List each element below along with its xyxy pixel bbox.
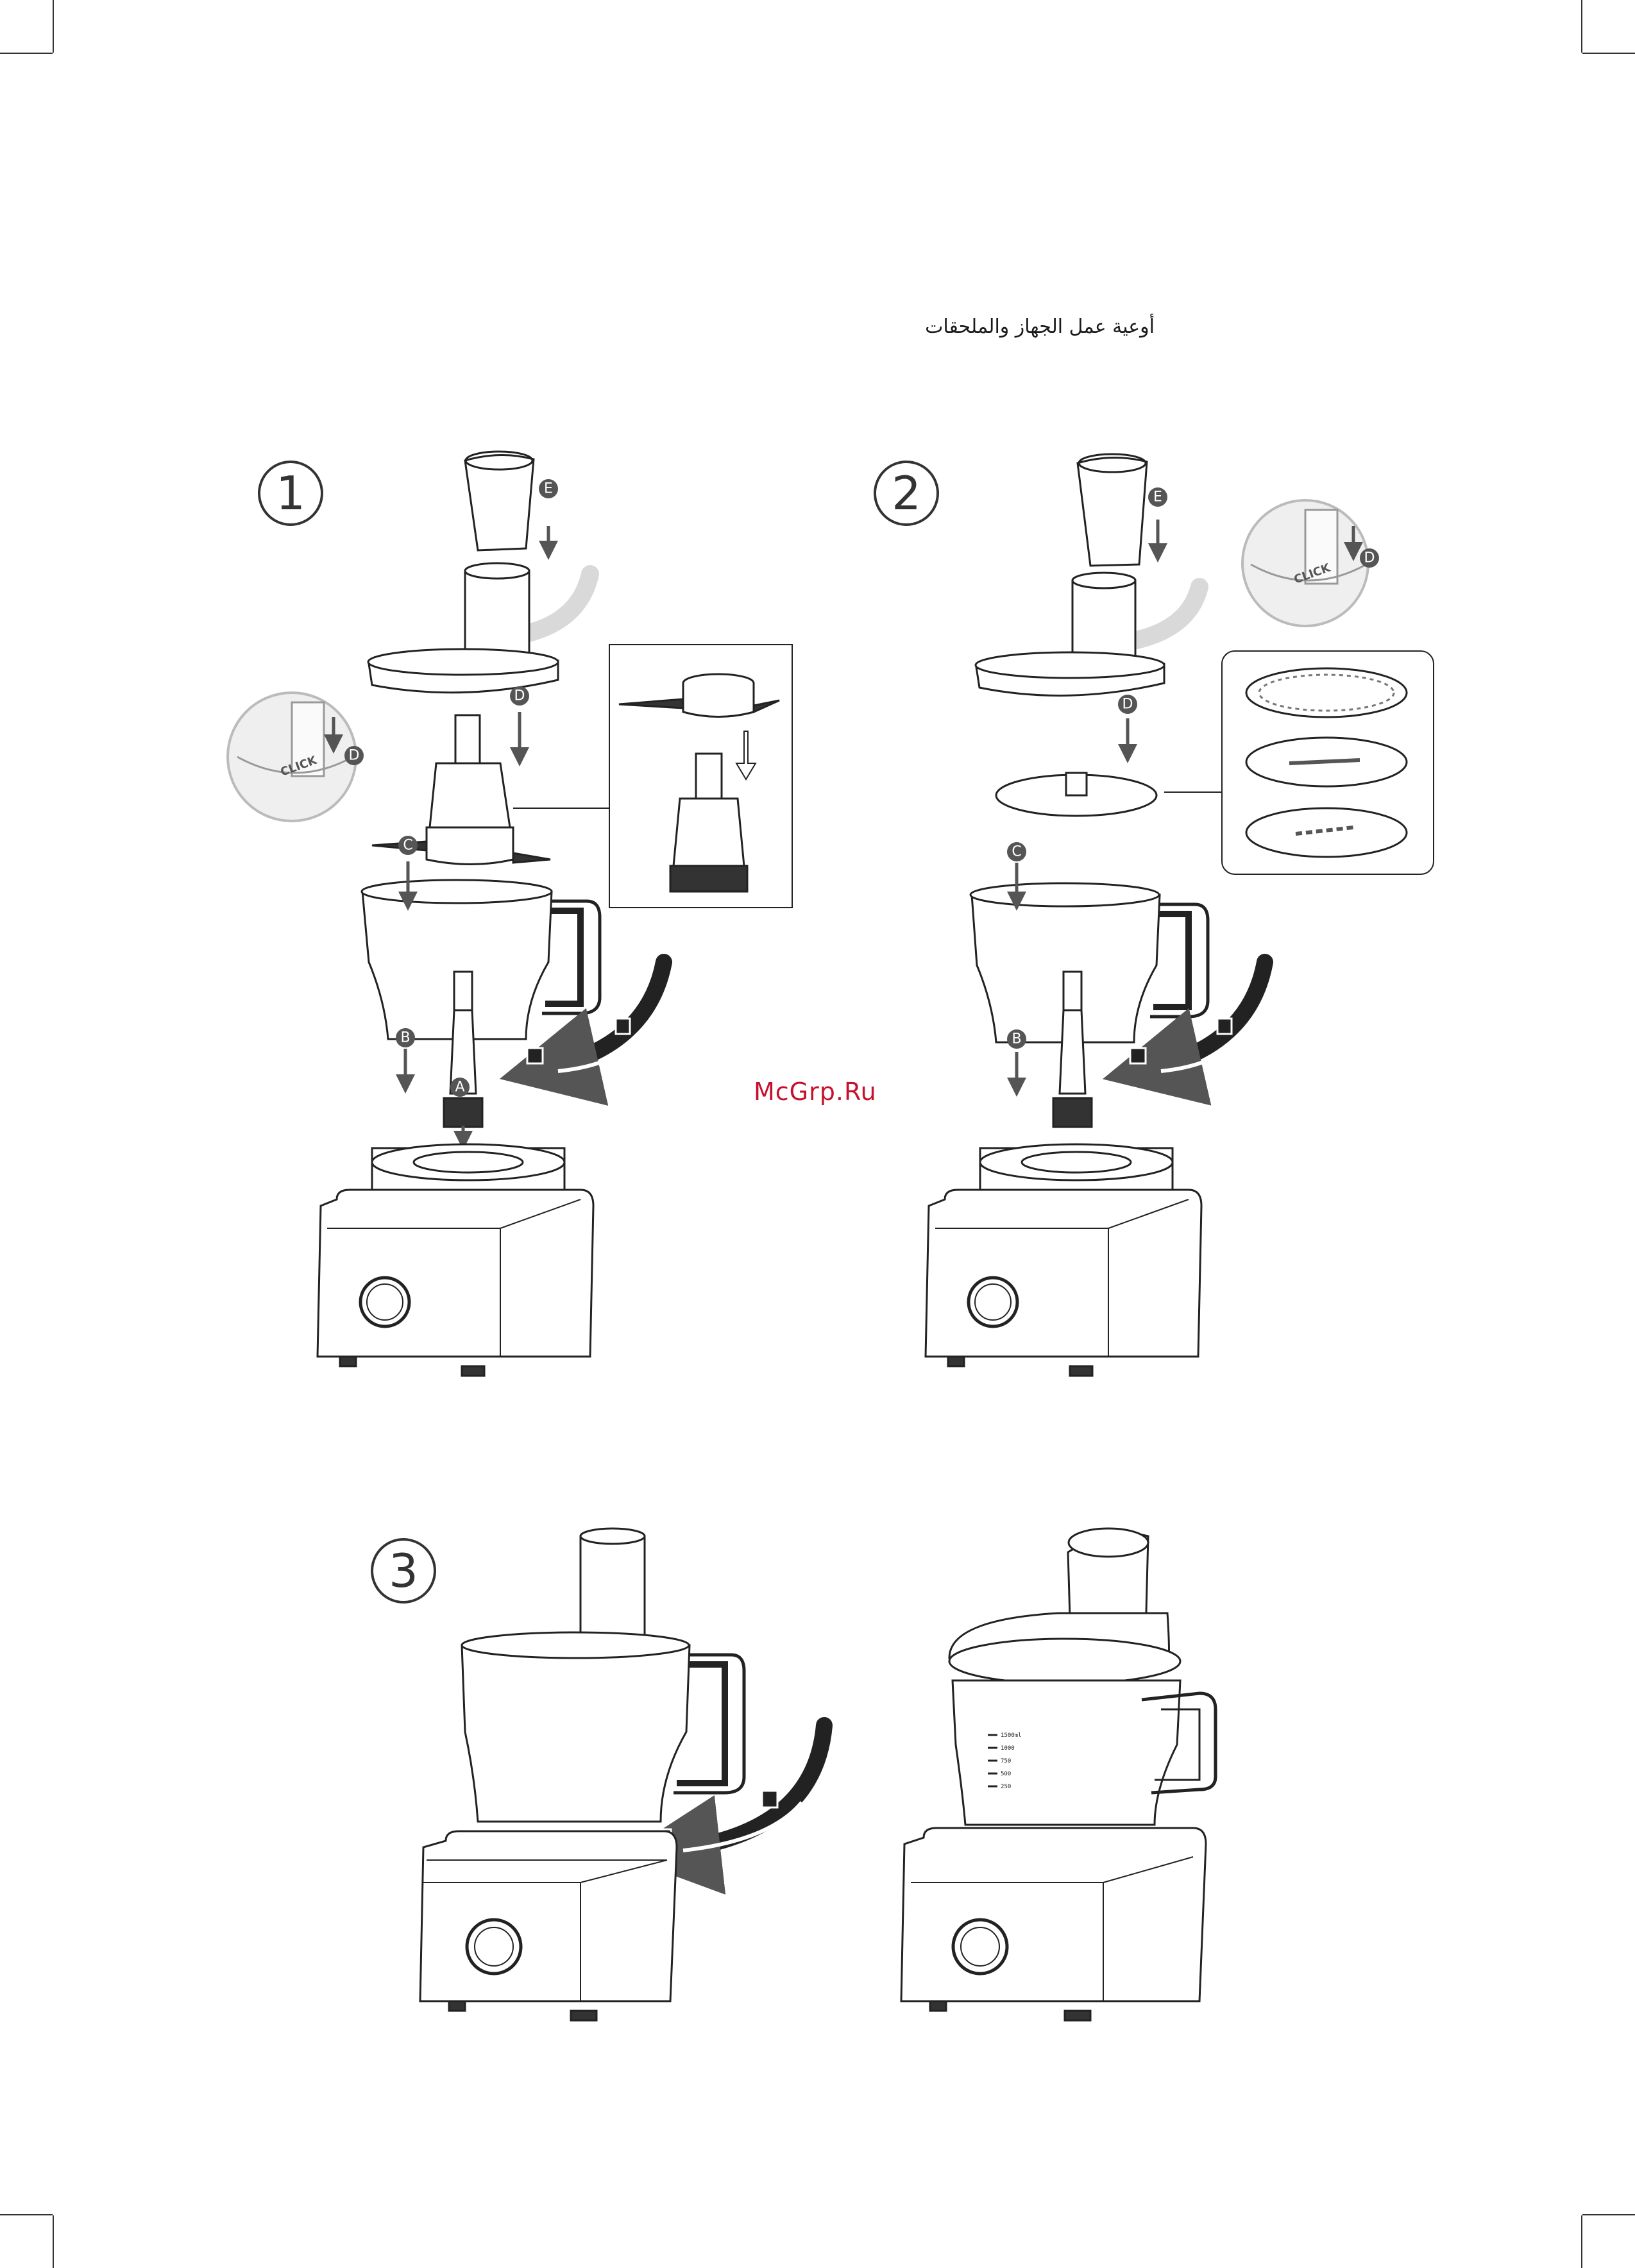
motor-base [926, 1144, 1201, 1376]
scale-label: 1000 [1001, 1745, 1015, 1752]
label-b: B [1012, 1031, 1021, 1047]
label-c: C [1012, 844, 1021, 860]
click-callout: CLICK [228, 693, 356, 821]
step1-diagram: CLICK [228, 452, 792, 1376]
scale-label: 750 [1001, 1758, 1011, 1764]
label-d: D [1122, 697, 1133, 713]
pusher [465, 452, 534, 550]
unlock-icon [762, 1791, 777, 1807]
lid [976, 573, 1164, 695]
label-a: A [455, 1079, 464, 1096]
bowl [362, 880, 600, 1039]
motor-base [318, 1144, 593, 1376]
bowl [970, 883, 1208, 1042]
scale-label: 1500ml [1001, 1732, 1022, 1739]
unlock-icon [1217, 1019, 1232, 1034]
step2-diagram: CLICK [926, 454, 1434, 1376]
lock-icon [1130, 1048, 1146, 1063]
scale-label: 250 [1001, 1784, 1011, 1790]
lock-icon [527, 1048, 543, 1063]
label-d: D [514, 688, 525, 704]
label-c: C [403, 838, 412, 854]
unlock-icon [616, 1019, 630, 1034]
label-d: D [1364, 550, 1375, 566]
label-e: E [544, 481, 553, 497]
scale-label: 500 [1001, 1771, 1011, 1777]
step3-assembled-bowl [420, 1528, 824, 2020]
slicing-disc [996, 773, 1156, 816]
disc-options [1246, 668, 1407, 857]
blade-assembly [372, 715, 550, 865]
step3-assembled-jug [901, 1528, 1216, 2020]
blade-detail [619, 674, 779, 892]
click-callout: CLICK [1242, 500, 1368, 626]
label-b: B [400, 1030, 410, 1046]
pusher [1078, 454, 1147, 566]
label-e: E [1153, 489, 1162, 505]
lid [368, 563, 558, 693]
label-d: D [349, 748, 360, 764]
